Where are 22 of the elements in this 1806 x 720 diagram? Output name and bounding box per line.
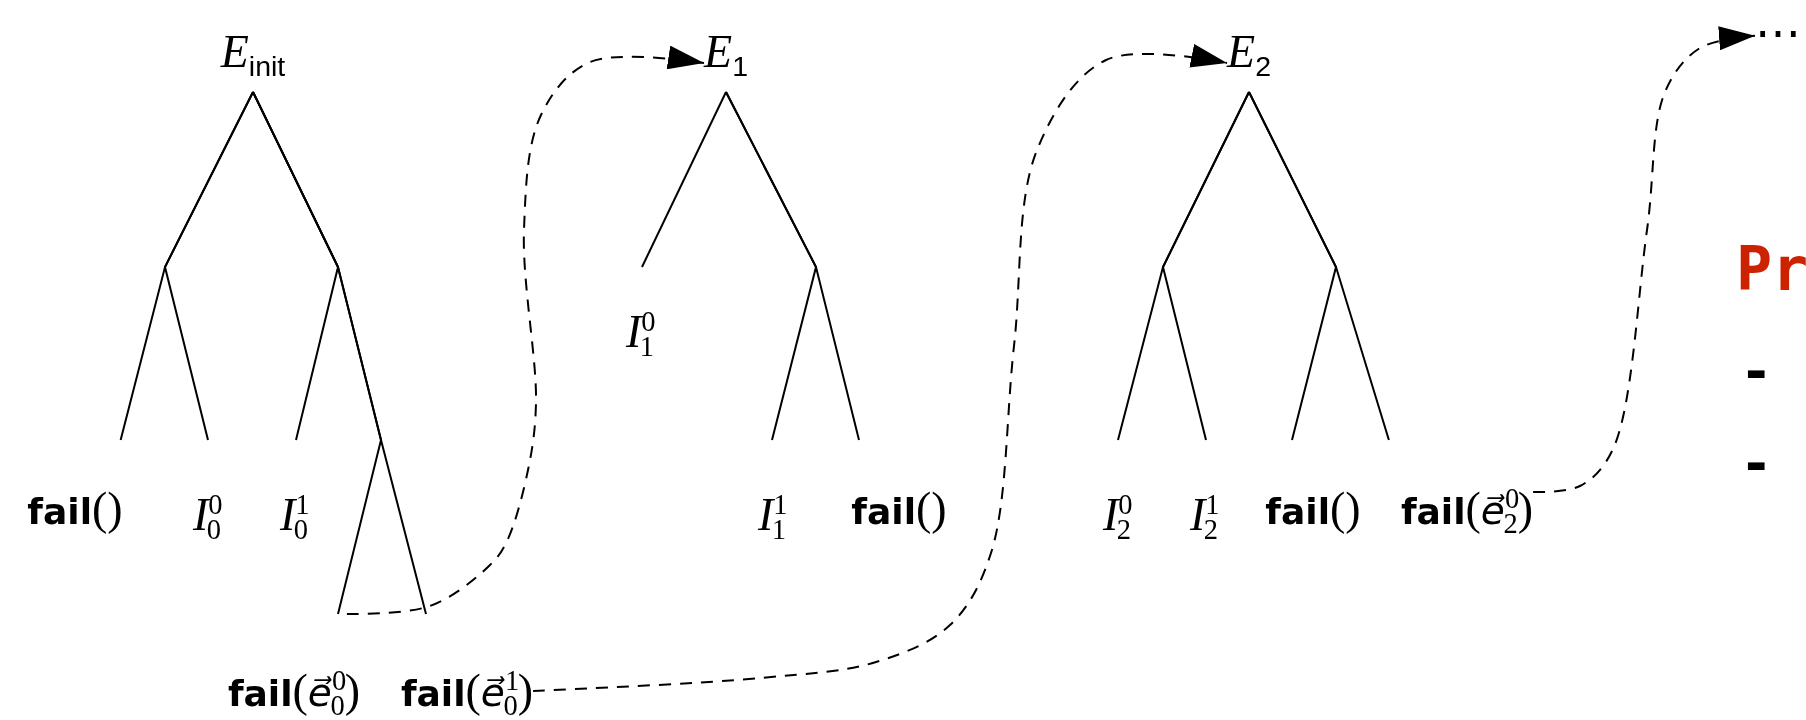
tree-branch-line <box>1248 91 1390 441</box>
dashed-arrow <box>345 45 705 615</box>
tree-leaf-label: fail(e⃗$^{1}$$_{0}$) <box>400 614 534 717</box>
tree-root-label: E$_{2}$ <box>1227 27 1271 92</box>
heading-text: Pr <box>1736 234 1806 304</box>
continuation-ellipsis: ⋯ <box>1755 8 1801 59</box>
dashed-arrow <box>1532 26 1756 494</box>
bullet-dash: - <box>1740 432 1773 495</box>
tree-branch-line <box>641 91 727 268</box>
tree-root-label: E$_{1}$ <box>704 27 748 92</box>
tree-branch-line <box>1161 91 1250 441</box>
tree-leaf-label: fail(e⃗$^{0}$$_{2}$) <box>1386 440 1534 535</box>
bullet-dash: - <box>1740 340 1773 403</box>
tree-leaf-label: fail() <box>27 440 123 535</box>
tree-leaf-label: fail(e⃗$^{0}$$_{0}$) <box>227 614 361 717</box>
tree-leaf-label: fail() <box>851 440 947 535</box>
tree-branch-line <box>725 91 860 441</box>
tree-branch-line <box>252 91 427 615</box>
tree-leaf-label: fail() <box>1265 440 1361 535</box>
tree-root-label: E$_{init}$ <box>220 27 286 92</box>
tree-branch-line <box>163 91 254 441</box>
dashed-arrow <box>532 44 1228 692</box>
